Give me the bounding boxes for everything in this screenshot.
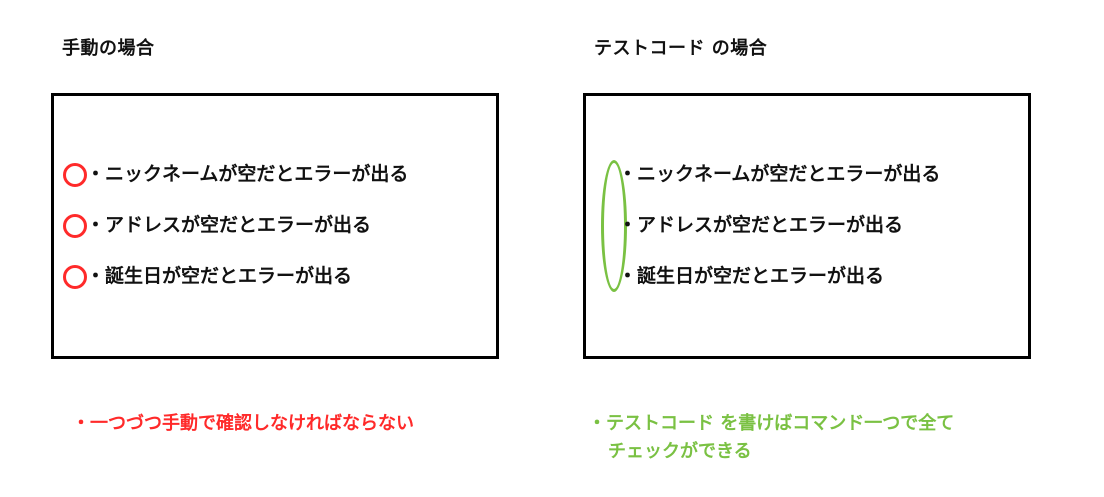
test-code-panel [583, 93, 1031, 359]
manual-item-address: ・アドレスが空だとエラーが出る [86, 214, 372, 236]
green-oval-icon [601, 160, 627, 292]
test-code-note: ・テストコード を書けばコマンド一つで全て チェックができる [588, 410, 954, 466]
test-code-note-line1: ・テストコード を書けばコマンド一つで全て [588, 413, 955, 434]
test-item-birthday: ・誕生日が空だとエラーが出る [618, 265, 885, 287]
manual-panel [51, 93, 499, 359]
test-item-address: ・アドレスが空だとエラーが出る [618, 214, 904, 236]
manual-item-nickname: ・ニックネームが空だとエラーが出る [86, 163, 409, 185]
test-code-note-line2: チェックができる [608, 441, 752, 462]
test-item-nickname: ・ニックネームが空だとエラーが出る [618, 163, 941, 185]
manual-heading: 手動の場合 [62, 38, 155, 59]
red-circle-icon [63, 214, 87, 238]
manual-note: ・一つづつ手動で確認しなければならない [72, 413, 414, 434]
manual-item-birthday: ・誕生日が空だとエラーが出る [86, 265, 353, 287]
red-circle-icon [63, 265, 87, 289]
red-circle-icon [63, 163, 87, 187]
test-code-heading: テストコード の場合 [594, 38, 768, 59]
